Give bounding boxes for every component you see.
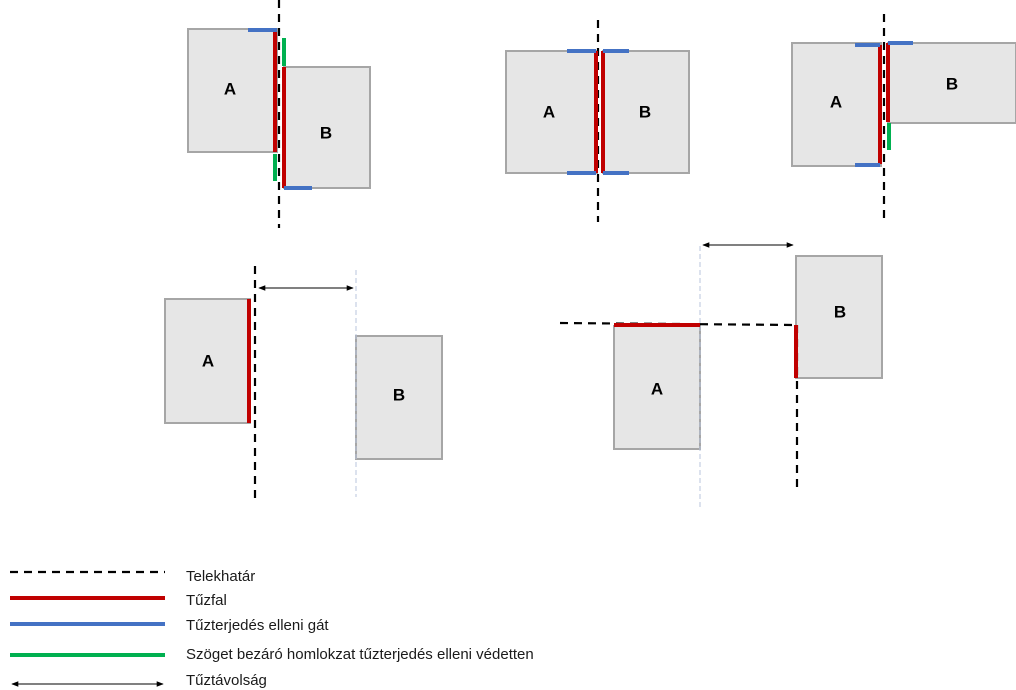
building-b-label: B — [639, 102, 651, 121]
building-a-label: A — [543, 102, 555, 121]
building-a-label: A — [202, 351, 214, 370]
legend-distance-label: Tűztávolság — [186, 672, 267, 689]
building-b — [795, 255, 883, 379]
legend-item-boundary: Telekhatár — [10, 568, 255, 585]
building-a — [791, 42, 882, 167]
legend-corner-label: Szöget bezáró homlokzat tűzterjedés elle… — [186, 646, 534, 663]
building-b — [283, 66, 371, 189]
scenario-corner-boundary: A B — [559, 242, 883, 510]
building-a — [164, 298, 251, 424]
building-a — [613, 325, 701, 450]
legend-item-barrier: Tűzterjedés elleni gát — [10, 617, 329, 634]
legend: Telekhatár Tűzfal Tűzterjedés elleni gát… — [10, 568, 534, 689]
legend-barrier-label: Tűzterjedés elleni gát — [186, 617, 329, 634]
building-a-label: A — [830, 92, 842, 111]
scenario-separated-distance: A B — [164, 266, 443, 500]
building-b-label: B — [834, 302, 846, 321]
scenario-shifted-adjacent: A B — [791, 14, 1016, 218]
scenario-aligned-adjacent: A B — [505, 20, 690, 222]
legend-item-firewall: Tűzfal — [10, 592, 227, 609]
legend-firewall-label: Tűzfal — [186, 592, 227, 609]
building-a — [187, 28, 278, 153]
scenario-offset-adjacent: A B — [187, 0, 371, 228]
legend-boundary-label: Telekhatár — [186, 568, 255, 585]
building-a — [505, 50, 598, 174]
building-b — [887, 42, 1016, 124]
building-b — [355, 335, 443, 460]
legend-item-distance: Tűztávolság — [11, 672, 267, 689]
building-b-label: B — [320, 123, 332, 142]
building-a-label: A — [224, 79, 236, 98]
building-b-label: B — [946, 74, 958, 93]
legend-item-corner: Szöget bezáró homlokzat tűzterjedés elle… — [10, 646, 534, 663]
building-a-label: A — [651, 379, 663, 398]
building-b-label: B — [393, 385, 405, 404]
